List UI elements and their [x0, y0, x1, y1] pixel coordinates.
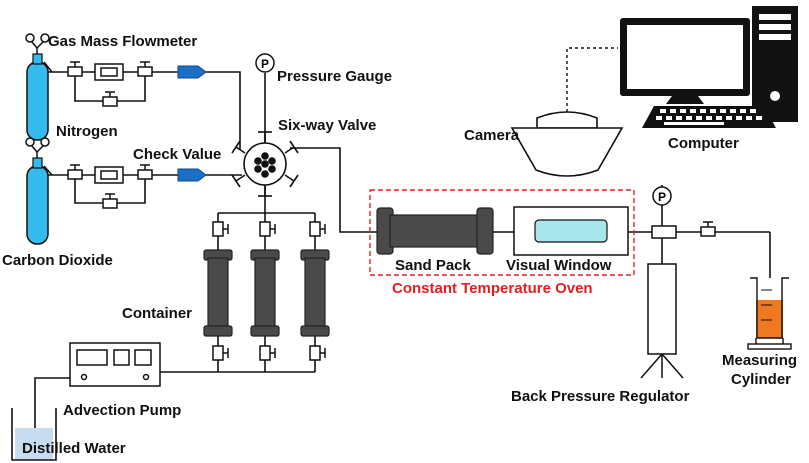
computer-monitor-icon	[620, 18, 750, 104]
valve-icon	[67, 164, 83, 180]
keyboard-icon	[642, 106, 776, 128]
valve-icon	[102, 91, 118, 107]
gas-regulator-icon	[25, 137, 53, 176]
back-pressure-regulator	[640, 225, 684, 379]
constant-temperature-oven-border	[369, 189, 635, 276]
valve-icon	[137, 61, 153, 77]
camera-label: Camera	[464, 127, 520, 144]
constant-temperature-oven-label: Constant Temperature Oven	[392, 280, 593, 297]
six-way-valve-label: Six-way Valve	[278, 117, 376, 134]
nitrogen-label: Nitrogen	[56, 123, 118, 140]
carbon-dioxide-label: Carbon Dioxide	[2, 252, 113, 269]
advection-pump-label: Advection Pump	[63, 402, 181, 419]
distilled-water-label: Distilled Water	[22, 440, 126, 457]
check-value-label: Check Value	[133, 146, 221, 163]
nitrogen-cylinder	[26, 53, 49, 141]
flowmeter-icon	[94, 63, 124, 81]
six-way-valve-icon	[231, 131, 299, 197]
measuring-cylinder-label-line1: Measuring	[722, 352, 797, 369]
valve-icon	[137, 164, 153, 180]
svg-text:P: P	[261, 57, 269, 71]
camera-computer-link	[566, 47, 618, 118]
container-valves-top	[212, 221, 326, 237]
computer-label: Computer	[668, 135, 739, 152]
flowmeter-icon	[94, 166, 124, 184]
container-label: Container	[122, 305, 192, 322]
valve-icon	[102, 193, 118, 209]
valve-icon	[67, 61, 83, 77]
measuring-cylinder-label-line2: Cylinder	[731, 371, 791, 388]
back-pressure-regulator-label: Back Pressure Regulator	[511, 388, 690, 405]
distilled-water-beaker	[11, 408, 57, 461]
svg-text:P: P	[658, 190, 666, 204]
gas-mass-flowmeter-label: Gas Mass Flowmeter	[48, 33, 197, 50]
container-vessels	[203, 249, 330, 337]
camera-icon	[510, 111, 624, 177]
pressure-gauge-icon: P	[652, 186, 672, 206]
sand-pack	[376, 207, 494, 255]
check-valve-icon	[177, 65, 207, 79]
visual-window-label: Visual Window	[506, 257, 612, 274]
gas-regulator-icon	[25, 33, 53, 73]
pressure-gauge-label: Pressure Gauge	[277, 68, 392, 85]
measuring-cylinder	[747, 277, 792, 350]
valve-icon	[700, 221, 716, 237]
advection-pump	[69, 342, 161, 387]
sand-pack-label: Sand Pack	[395, 257, 472, 274]
pressure-gauge-icon: P	[255, 53, 275, 73]
tower-pc-icon	[752, 6, 798, 122]
container-valves-bottom	[212, 345, 326, 361]
visual-window	[513, 206, 629, 256]
carbon-dioxide-cylinder	[26, 157, 49, 245]
check-valve-icon	[177, 168, 207, 182]
